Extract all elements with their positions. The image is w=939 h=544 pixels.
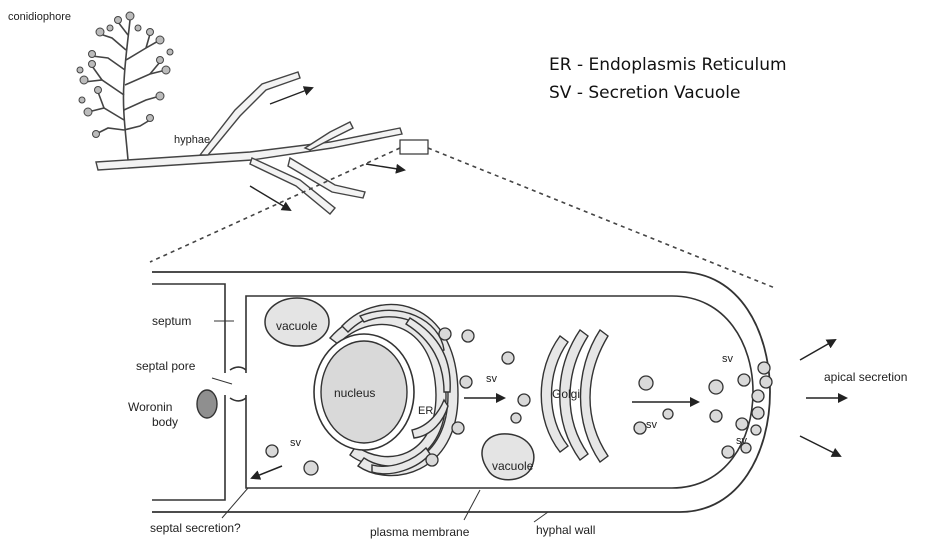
hyphae-drawing (96, 72, 402, 214)
vacuole-top-label: vacuole (276, 319, 318, 333)
zoom-box (400, 140, 428, 154)
sv-label-golgi: sv (646, 419, 658, 431)
sv-label-center: sv (486, 373, 498, 385)
er-label: ER (418, 405, 433, 417)
apical-secretion-label: apical secretion (824, 370, 907, 384)
sv-label-tip-top: sv (722, 353, 734, 365)
hyphal-wall (152, 272, 770, 512)
vacuole-bottom-label: vacuole (492, 459, 534, 473)
septal-pore-label: septal pore (136, 359, 196, 373)
conidiophore-label: conidiophore (8, 11, 71, 23)
nucleus-label: nucleus (334, 386, 375, 400)
legend-er: ER - Endoplasmis Reticulum (549, 55, 787, 75)
septum-label: septum (152, 314, 191, 328)
woronin-label-line2: body (152, 415, 178, 429)
sv-label-tip-bottom: sv (736, 435, 748, 447)
hyphae-label: hyphae (174, 134, 210, 146)
sv-label-left: sv (290, 437, 302, 449)
septal-secretion-label: septal secretion? (150, 521, 241, 535)
golgi-label: Golgi (552, 387, 580, 401)
woronin-body (197, 390, 217, 418)
plasma-membrane-label: plasma membrane (370, 525, 470, 539)
legend-sv: SV - Secretion Vacuole (549, 83, 740, 103)
woronin-label-line1: Woronin (128, 400, 172, 414)
zoom-lines (150, 148, 775, 288)
hyphal-wall-label: hyphal wall (536, 523, 595, 537)
